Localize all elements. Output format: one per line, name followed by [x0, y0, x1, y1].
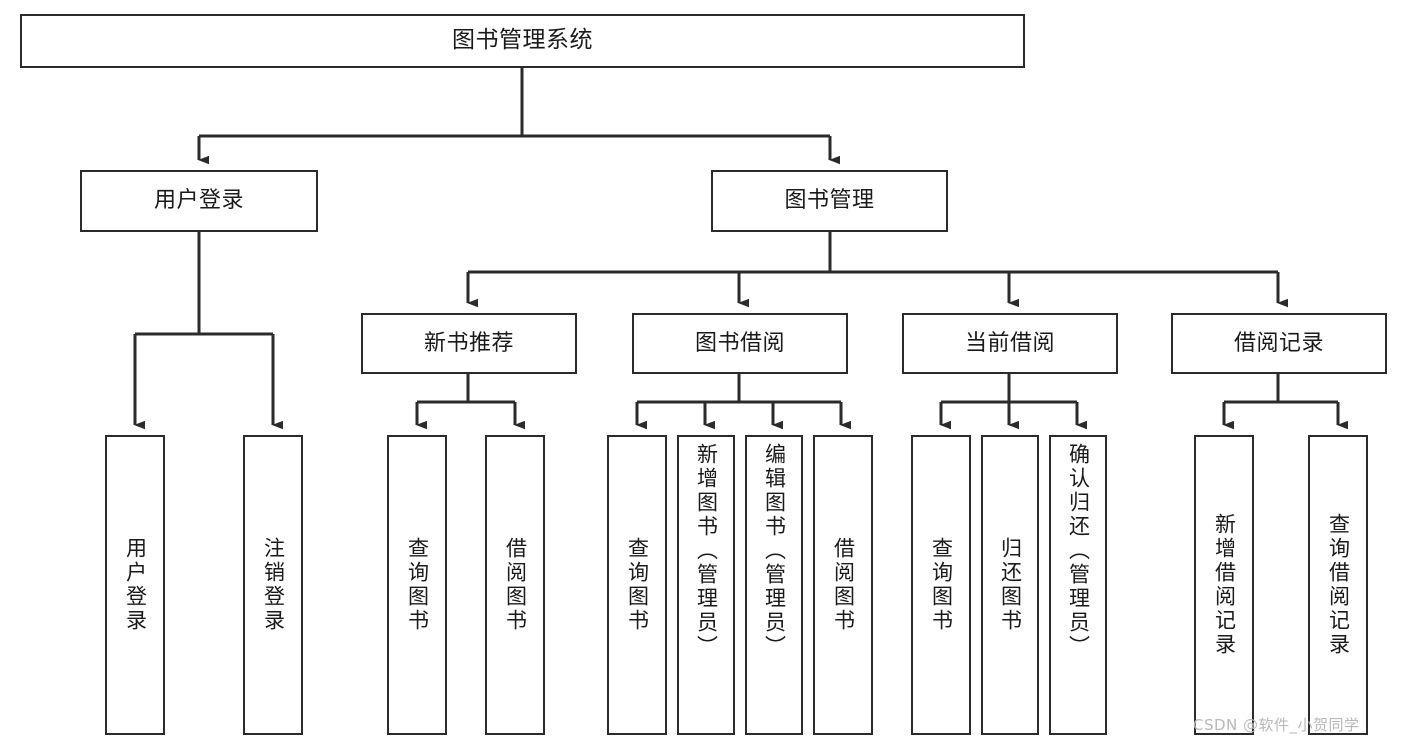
node-label: 图书借阅 [694, 330, 785, 356]
node-leaf-edit-book[interactable]: 编辑图书（管理员） [745, 435, 803, 735]
node-label: 借阅图书 [503, 537, 528, 633]
node-label: 借阅记录 [1233, 330, 1324, 356]
node-label: 用户登录 [153, 188, 244, 214]
node-label: 查询图书 [625, 537, 650, 633]
node-label: 查询图书 [405, 537, 430, 633]
node-leaf-add-borrow-record[interactable]: 新增借阅记录 [1194, 435, 1254, 735]
node-leaf-query-book-current[interactable]: 查询图书 [911, 435, 971, 735]
node-leaf-confirm-return[interactable]: 确认归还（管理员） [1049, 435, 1107, 735]
node-leaf-query-book-borrow[interactable]: 查询图书 [607, 435, 667, 735]
node-root-book-management-system[interactable]: 图书管理系统 [20, 14, 1025, 68]
node-leaf-add-book[interactable]: 新增图书（管理员） [677, 435, 735, 735]
node-leaf-query-book-recommend[interactable]: 查询图书 [387, 435, 447, 735]
node-label: 编辑图书（管理员） [762, 443, 787, 659]
node-label: 新增图书（管理员） [694, 443, 719, 659]
node-leaf-user-login[interactable]: 用户登录 [105, 435, 165, 735]
node-book-borrow[interactable]: 图书借阅 [632, 313, 848, 374]
node-label: 新书推荐 [423, 330, 514, 356]
csdn-watermark: CSDN @软件_小贺同学 [1193, 716, 1360, 734]
node-borrow-record[interactable]: 借阅记录 [1171, 313, 1387, 374]
node-label: 当前借阅 [964, 330, 1055, 356]
node-current-borrow[interactable]: 当前借阅 [902, 313, 1118, 374]
node-label: 图书管理 [784, 188, 875, 214]
node-label: 图书管理系统 [452, 27, 593, 54]
node-leaf-borrow-book-recommend[interactable]: 借阅图书 [485, 435, 545, 735]
node-label: 用户登录 [123, 537, 148, 633]
node-label: 查询借阅记录 [1326, 513, 1351, 657]
node-book-manage[interactable]: 图书管理 [711, 170, 948, 232]
node-leaf-borrow-book[interactable]: 借阅图书 [813, 435, 873, 735]
node-leaf-return-book[interactable]: 归还图书 [981, 435, 1039, 735]
node-leaf-logout-login[interactable]: 注销登录 [243, 435, 303, 735]
node-label: 归还图书 [998, 537, 1023, 633]
node-leaf-query-borrow-record[interactable]: 查询借阅记录 [1308, 435, 1368, 735]
node-user-login[interactable]: 用户登录 [80, 170, 318, 232]
node-new-book-recommend[interactable]: 新书推荐 [361, 313, 577, 374]
node-label: 查询图书 [929, 537, 954, 633]
node-label: 注销登录 [261, 537, 286, 633]
node-label: 新增借阅记录 [1212, 513, 1237, 657]
node-label: 确认归还（管理员） [1066, 443, 1091, 659]
node-label: 借阅图书 [831, 537, 856, 633]
